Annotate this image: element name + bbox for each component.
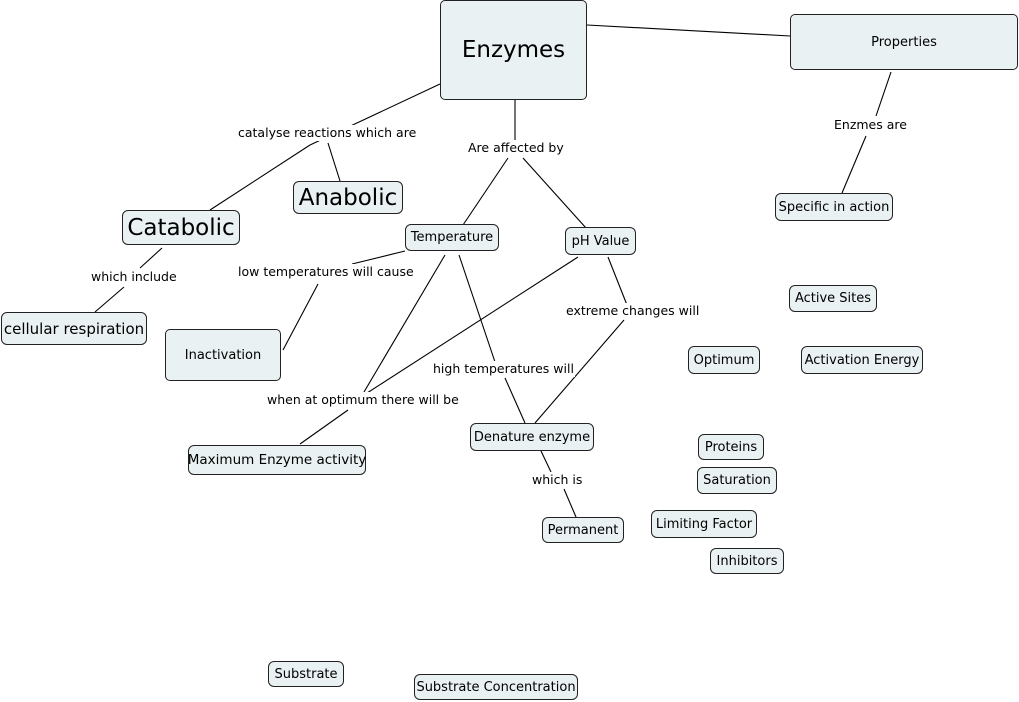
link-affected-temperature xyxy=(462,157,509,226)
concept-substrate-concentration[interactable]: Substrate Concentration xyxy=(414,674,578,700)
concept-active-sites[interactable]: Active Sites xyxy=(789,285,877,312)
concept-saturation[interactable]: Saturation xyxy=(697,467,777,494)
concept-substrate[interactable]: Substrate xyxy=(268,661,344,687)
concept-permanent[interactable]: Permanent xyxy=(542,517,624,543)
link-ph-optimum xyxy=(363,256,579,396)
link-catabolic-include xyxy=(139,247,163,269)
link-optimum-max-activity xyxy=(299,409,349,445)
link-denature-which-is xyxy=(540,450,552,473)
link-low-inactivation xyxy=(282,283,319,351)
link-ph-extreme xyxy=(607,256,628,306)
concept-limiting-factor[interactable]: Limiting Factor xyxy=(651,510,757,538)
concept-anabolic[interactable]: Anabolic xyxy=(293,181,403,214)
link-properties-enzmes-are xyxy=(875,71,892,117)
phrase-high-temperatures: high temperatures will xyxy=(432,361,575,377)
concept-inactivation[interactable]: Inactivation xyxy=(165,329,281,381)
phrase-extreme-changes: extreme changes will xyxy=(565,303,701,319)
concept-temperature[interactable]: Temperature xyxy=(405,224,499,251)
link-enzmes-are-specific xyxy=(841,135,867,194)
concept-proteins[interactable]: Proteins xyxy=(698,434,764,460)
link-enzymes-properties xyxy=(586,24,791,37)
concept-maximum-enzyme-activity[interactable]: Maximum Enzyme activity xyxy=(188,445,366,475)
link-high-denature xyxy=(504,377,526,424)
link-include-respiration xyxy=(94,286,125,313)
concept-specific-in-action[interactable]: Specific in action xyxy=(775,193,893,221)
phrase-enzmes-are: Enzmes are xyxy=(833,117,908,133)
concept-properties[interactable]: Properties xyxy=(790,14,1018,70)
phrase-when-at-optimum: when at optimum there will be xyxy=(266,392,460,408)
phrase-low-temperatures: low temperatures will cause xyxy=(237,264,415,280)
link-which-is-permanent xyxy=(563,488,577,518)
link-affected-ph xyxy=(522,157,587,229)
link-temp-high xyxy=(458,254,496,363)
concept-denature-enzyme[interactable]: Denature enzyme xyxy=(470,423,594,451)
link-catalyse-anabolic xyxy=(327,142,341,182)
link-temp-low xyxy=(351,250,406,265)
phrase-catalyse-reactions: catalyse reactions which are xyxy=(237,125,418,141)
concept-optimum[interactable]: Optimum xyxy=(688,346,760,374)
phrase-which-include: which include xyxy=(90,269,178,285)
concept-catabolic[interactable]: Catabolic xyxy=(122,210,240,245)
concept-cellular-respiration[interactable]: cellular respiration xyxy=(1,312,147,345)
concept-activation-energy[interactable]: Activation Energy xyxy=(801,346,923,374)
concept-inhibitors[interactable]: Inhibitors xyxy=(710,548,784,574)
phrase-are-affected-by: Are affected by xyxy=(467,140,565,156)
concept-enzymes[interactable]: Enzymes xyxy=(440,0,587,100)
link-temp-optimum xyxy=(363,254,446,393)
link-extreme-denature xyxy=(534,319,625,424)
concept-ph-value[interactable]: pH Value xyxy=(565,227,636,255)
link-catalyse-catabolic xyxy=(209,144,311,211)
phrase-which-is: which is xyxy=(531,472,584,488)
